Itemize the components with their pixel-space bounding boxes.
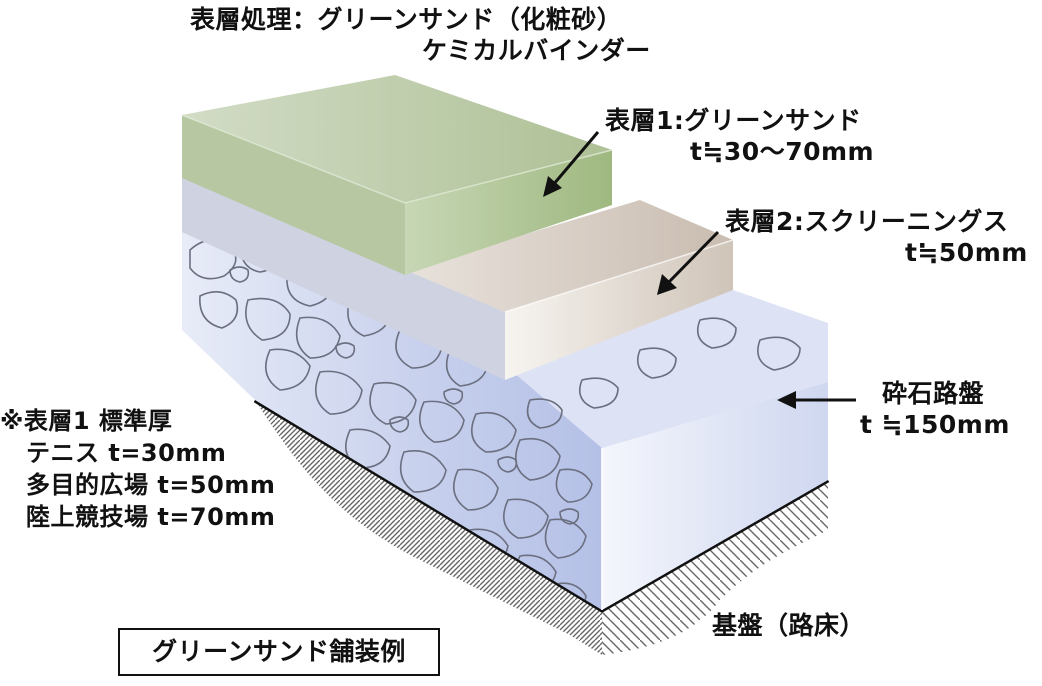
note-multipurpose: 多目的広場 t=50mm (26, 471, 276, 500)
note-tennis: テニス t=30mm (26, 439, 227, 468)
caption-box: グリーンサンド舗装例 (118, 628, 440, 676)
base-arrow (777, 391, 856, 409)
layer2-label: 表層2:スクリーニングス t≒50mm (725, 206, 1028, 269)
arrows (543, 131, 856, 409)
layer1-name: 表層1:グリーンサンド (605, 106, 862, 135)
note-heading: ※表層1 標準厚 (0, 407, 173, 435)
base-name: 砕石路盤 (882, 379, 985, 408)
layer1-thickness: t≒30〜70mm (690, 137, 875, 167)
layer1-arrow (543, 131, 600, 197)
layer1-green-sand (181, 75, 613, 275)
subgrade-name: 基盤（路床） (712, 611, 866, 640)
base-label: 砕石路盤 t ≒150mm (860, 378, 1010, 441)
standard-thickness-note: ※表層1 標準厚 テニス t=30mm 多目的広場 t=50mm 陸上競技場 t… (0, 405, 275, 534)
caption-text: グリーンサンド舗装例 (152, 637, 406, 666)
surface-treatment-line1: 表層処理：グリーンサンド（化粧砂） (190, 5, 623, 34)
surface-treatment-line2: ケミカルバインダー (422, 36, 651, 66)
layer2-name: 表層2:スクリーニングス (725, 207, 1009, 236)
subgrade-label: 基盤（路床） (712, 610, 865, 641)
layer2-arrow (657, 230, 720, 295)
crushed-stone-base (182, 215, 828, 610)
layer1-label: 表層1:グリーンサンド t≒30〜70mm (605, 105, 874, 168)
layer2-thickness: t≒50mm (905, 238, 1028, 268)
base-thickness: t ≒150mm (860, 410, 1010, 440)
surface-treatment-label: 表層処理：グリーンサンド（化粧砂） ケミカルバインダー (190, 4, 651, 67)
note-athletics: 陸上競技場 t=70mm (26, 503, 276, 532)
